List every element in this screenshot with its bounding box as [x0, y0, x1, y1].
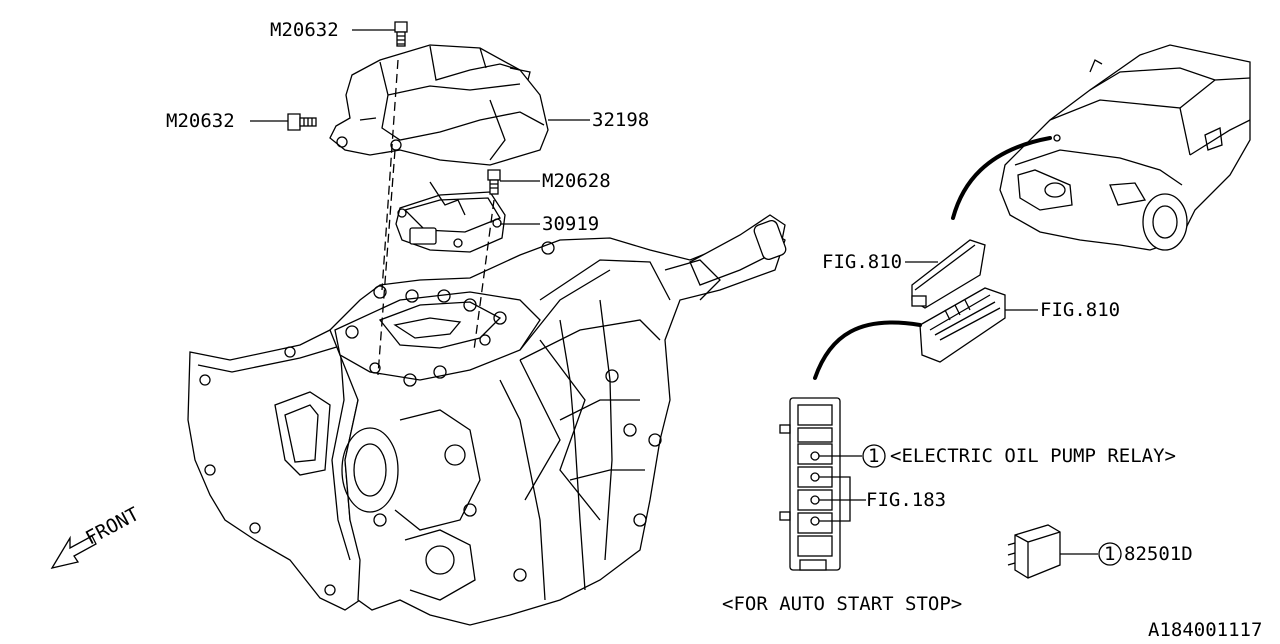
marker-circle-1	[862, 444, 886, 468]
callout-82501d: 82501D	[1124, 543, 1193, 565]
callout-m20628: M20628	[542, 170, 611, 192]
fuse-panel	[779, 397, 841, 571]
callout-fig810-upper: FIG.810	[822, 251, 902, 273]
marker-circle-2	[1098, 542, 1122, 566]
transmission-assembly	[187, 214, 787, 626]
front-label: FRONT	[82, 503, 143, 549]
dash-line-cover	[377, 149, 396, 376]
bolt-m20632-top-icon	[394, 21, 408, 47]
callout-fig810-lower: FIG.810	[1040, 299, 1120, 321]
callout-fig183: FIG.183	[866, 489, 946, 511]
marker-1-part: 1	[1104, 543, 1115, 565]
callout-32198: 32198	[592, 109, 649, 131]
auto-start-stop-note: <FOR AUTO START STOP>	[722, 593, 962, 615]
front-arrow-icon	[50, 535, 97, 569]
bolt-m20628-icon	[487, 169, 501, 195]
bolt-m20632-side-icon	[287, 113, 317, 131]
fuse-box-cover	[911, 239, 986, 309]
relay-82501d	[1007, 524, 1061, 579]
callout-30919: 30919	[542, 213, 599, 235]
dash-line-top-bolt	[381, 59, 399, 291]
dash-line-module-bolt	[473, 199, 495, 351]
callout-electric-oil-pump-relay: <ELECTRIC OIL PUMP RELAY>	[890, 445, 1176, 467]
diagram-id: A184001117	[1148, 619, 1262, 640]
fuse-leader-curve	[813, 320, 922, 380]
control-module-30919	[395, 181, 506, 253]
vehicle-leader-curve	[951, 136, 1052, 220]
cover-32198	[329, 44, 549, 166]
vehicle-illustration	[999, 44, 1251, 251]
marker-1-relay: 1	[868, 445, 879, 467]
callout-m20632-side: M20632	[166, 110, 235, 132]
callout-m20632-top: M20632	[270, 19, 339, 41]
fuse-box-base	[919, 287, 1006, 363]
